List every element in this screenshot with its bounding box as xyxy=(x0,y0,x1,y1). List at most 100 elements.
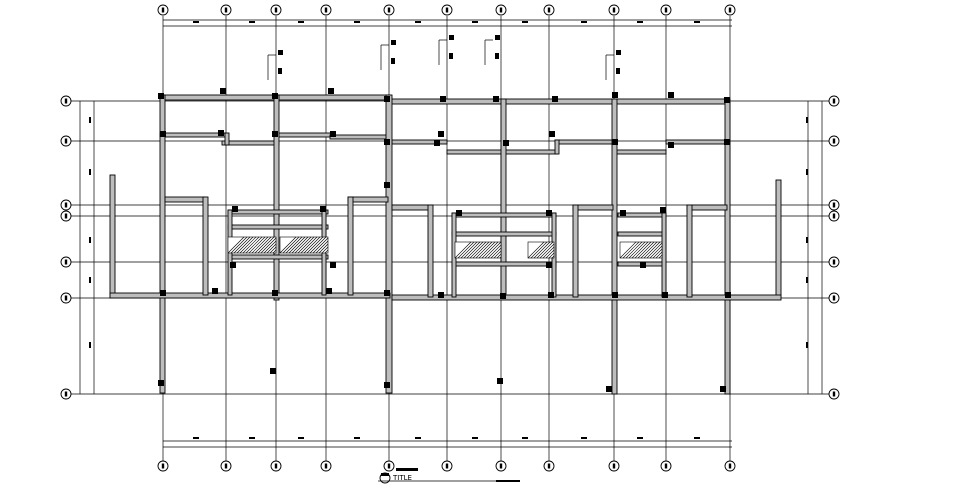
stair-tread xyxy=(469,241,487,259)
stair-tread xyxy=(254,236,272,254)
column xyxy=(320,206,326,212)
grid-bubble-mark xyxy=(445,7,449,13)
column xyxy=(660,207,666,213)
grid-bubble-mark xyxy=(664,463,668,469)
column xyxy=(384,182,390,188)
dimension-label-mark xyxy=(806,237,808,243)
grid-bubble-mark xyxy=(547,463,551,469)
column xyxy=(668,92,674,98)
dimension-label-mark xyxy=(694,437,700,439)
stair-tread xyxy=(251,236,269,254)
callout-mark xyxy=(616,50,621,55)
column xyxy=(434,140,440,146)
column xyxy=(640,262,646,268)
column xyxy=(384,96,390,102)
grid-bubble-mark xyxy=(832,202,836,208)
stair-tread xyxy=(306,236,324,254)
dimension-label-mark xyxy=(298,437,304,439)
column xyxy=(493,96,499,102)
column xyxy=(546,210,552,216)
stair-tread xyxy=(652,248,663,259)
dimension-label-mark xyxy=(806,277,808,283)
callout-mark xyxy=(391,58,395,64)
stair-tread xyxy=(460,241,478,259)
dimension-label-mark xyxy=(193,21,199,23)
column xyxy=(497,378,503,384)
column xyxy=(720,386,726,392)
stair-tread xyxy=(230,236,248,254)
stair-tread xyxy=(658,254,663,259)
column xyxy=(330,262,336,268)
stair-tread xyxy=(266,243,277,254)
grid-bubble-mark xyxy=(324,463,328,469)
stair-tread xyxy=(233,236,251,254)
grid-bubble-mark xyxy=(224,463,228,469)
grid-bubble-mark xyxy=(664,7,668,13)
column xyxy=(440,96,446,102)
dimension-label-mark xyxy=(637,437,643,439)
stair-tread xyxy=(472,241,490,259)
stair-tread xyxy=(248,236,266,254)
column xyxy=(500,293,506,299)
stair-tread xyxy=(239,236,257,254)
column xyxy=(330,131,336,137)
stair-tread xyxy=(634,241,652,259)
stair-tread xyxy=(643,241,661,259)
stair-tread xyxy=(263,240,277,254)
stair-tread xyxy=(545,249,555,259)
stair-tread xyxy=(536,241,554,259)
column xyxy=(438,131,444,137)
grid-bubbles xyxy=(60,4,840,472)
stair-tread xyxy=(478,241,496,259)
dimension-label-mark xyxy=(249,437,255,439)
stair-tread xyxy=(490,247,502,259)
grid-bubble-mark xyxy=(832,391,836,397)
title-block: TITLE xyxy=(378,468,520,484)
column xyxy=(158,380,164,386)
grid-bubble-mark xyxy=(274,463,278,469)
stair-run xyxy=(527,241,555,259)
stair-tread xyxy=(285,236,303,254)
stair-tread xyxy=(463,241,481,259)
stair-tread xyxy=(487,244,502,259)
grid-bubble-mark xyxy=(161,7,165,13)
stair-tread xyxy=(321,246,329,254)
stair-tread xyxy=(466,241,484,259)
stair-tread xyxy=(619,241,637,259)
column xyxy=(272,93,278,99)
callout-mark xyxy=(616,68,620,74)
stair-tread xyxy=(315,240,329,254)
stair-tread xyxy=(539,243,555,259)
column xyxy=(220,88,226,94)
stair-tread xyxy=(279,236,297,254)
stair-tread xyxy=(324,249,329,254)
drawing-title: TITLE xyxy=(392,474,412,482)
column xyxy=(662,292,668,298)
dimension-label-mark xyxy=(354,437,360,439)
stair-tread xyxy=(548,252,555,259)
callout-mark xyxy=(495,53,499,59)
stairs xyxy=(227,236,663,259)
dimension-label-mark xyxy=(415,21,421,23)
dimension-label-mark xyxy=(89,117,91,123)
grid-bubble-mark xyxy=(832,98,836,104)
stair-tread xyxy=(282,236,300,254)
column xyxy=(384,382,390,388)
grid-bubble-mark xyxy=(324,7,328,13)
stair-tread xyxy=(312,237,329,254)
stair-tread xyxy=(245,236,263,254)
stair-tread xyxy=(260,237,277,254)
stair-tread xyxy=(457,241,475,259)
dimension-label-mark xyxy=(89,237,91,243)
column xyxy=(456,210,462,216)
columns xyxy=(158,35,731,392)
column xyxy=(552,96,558,102)
stair-tread xyxy=(481,241,499,259)
column xyxy=(606,386,612,392)
stair-tread xyxy=(291,236,309,254)
callout-mark xyxy=(391,40,396,45)
grid-axes xyxy=(71,16,829,461)
callout-mark xyxy=(495,35,500,40)
column xyxy=(725,292,731,298)
